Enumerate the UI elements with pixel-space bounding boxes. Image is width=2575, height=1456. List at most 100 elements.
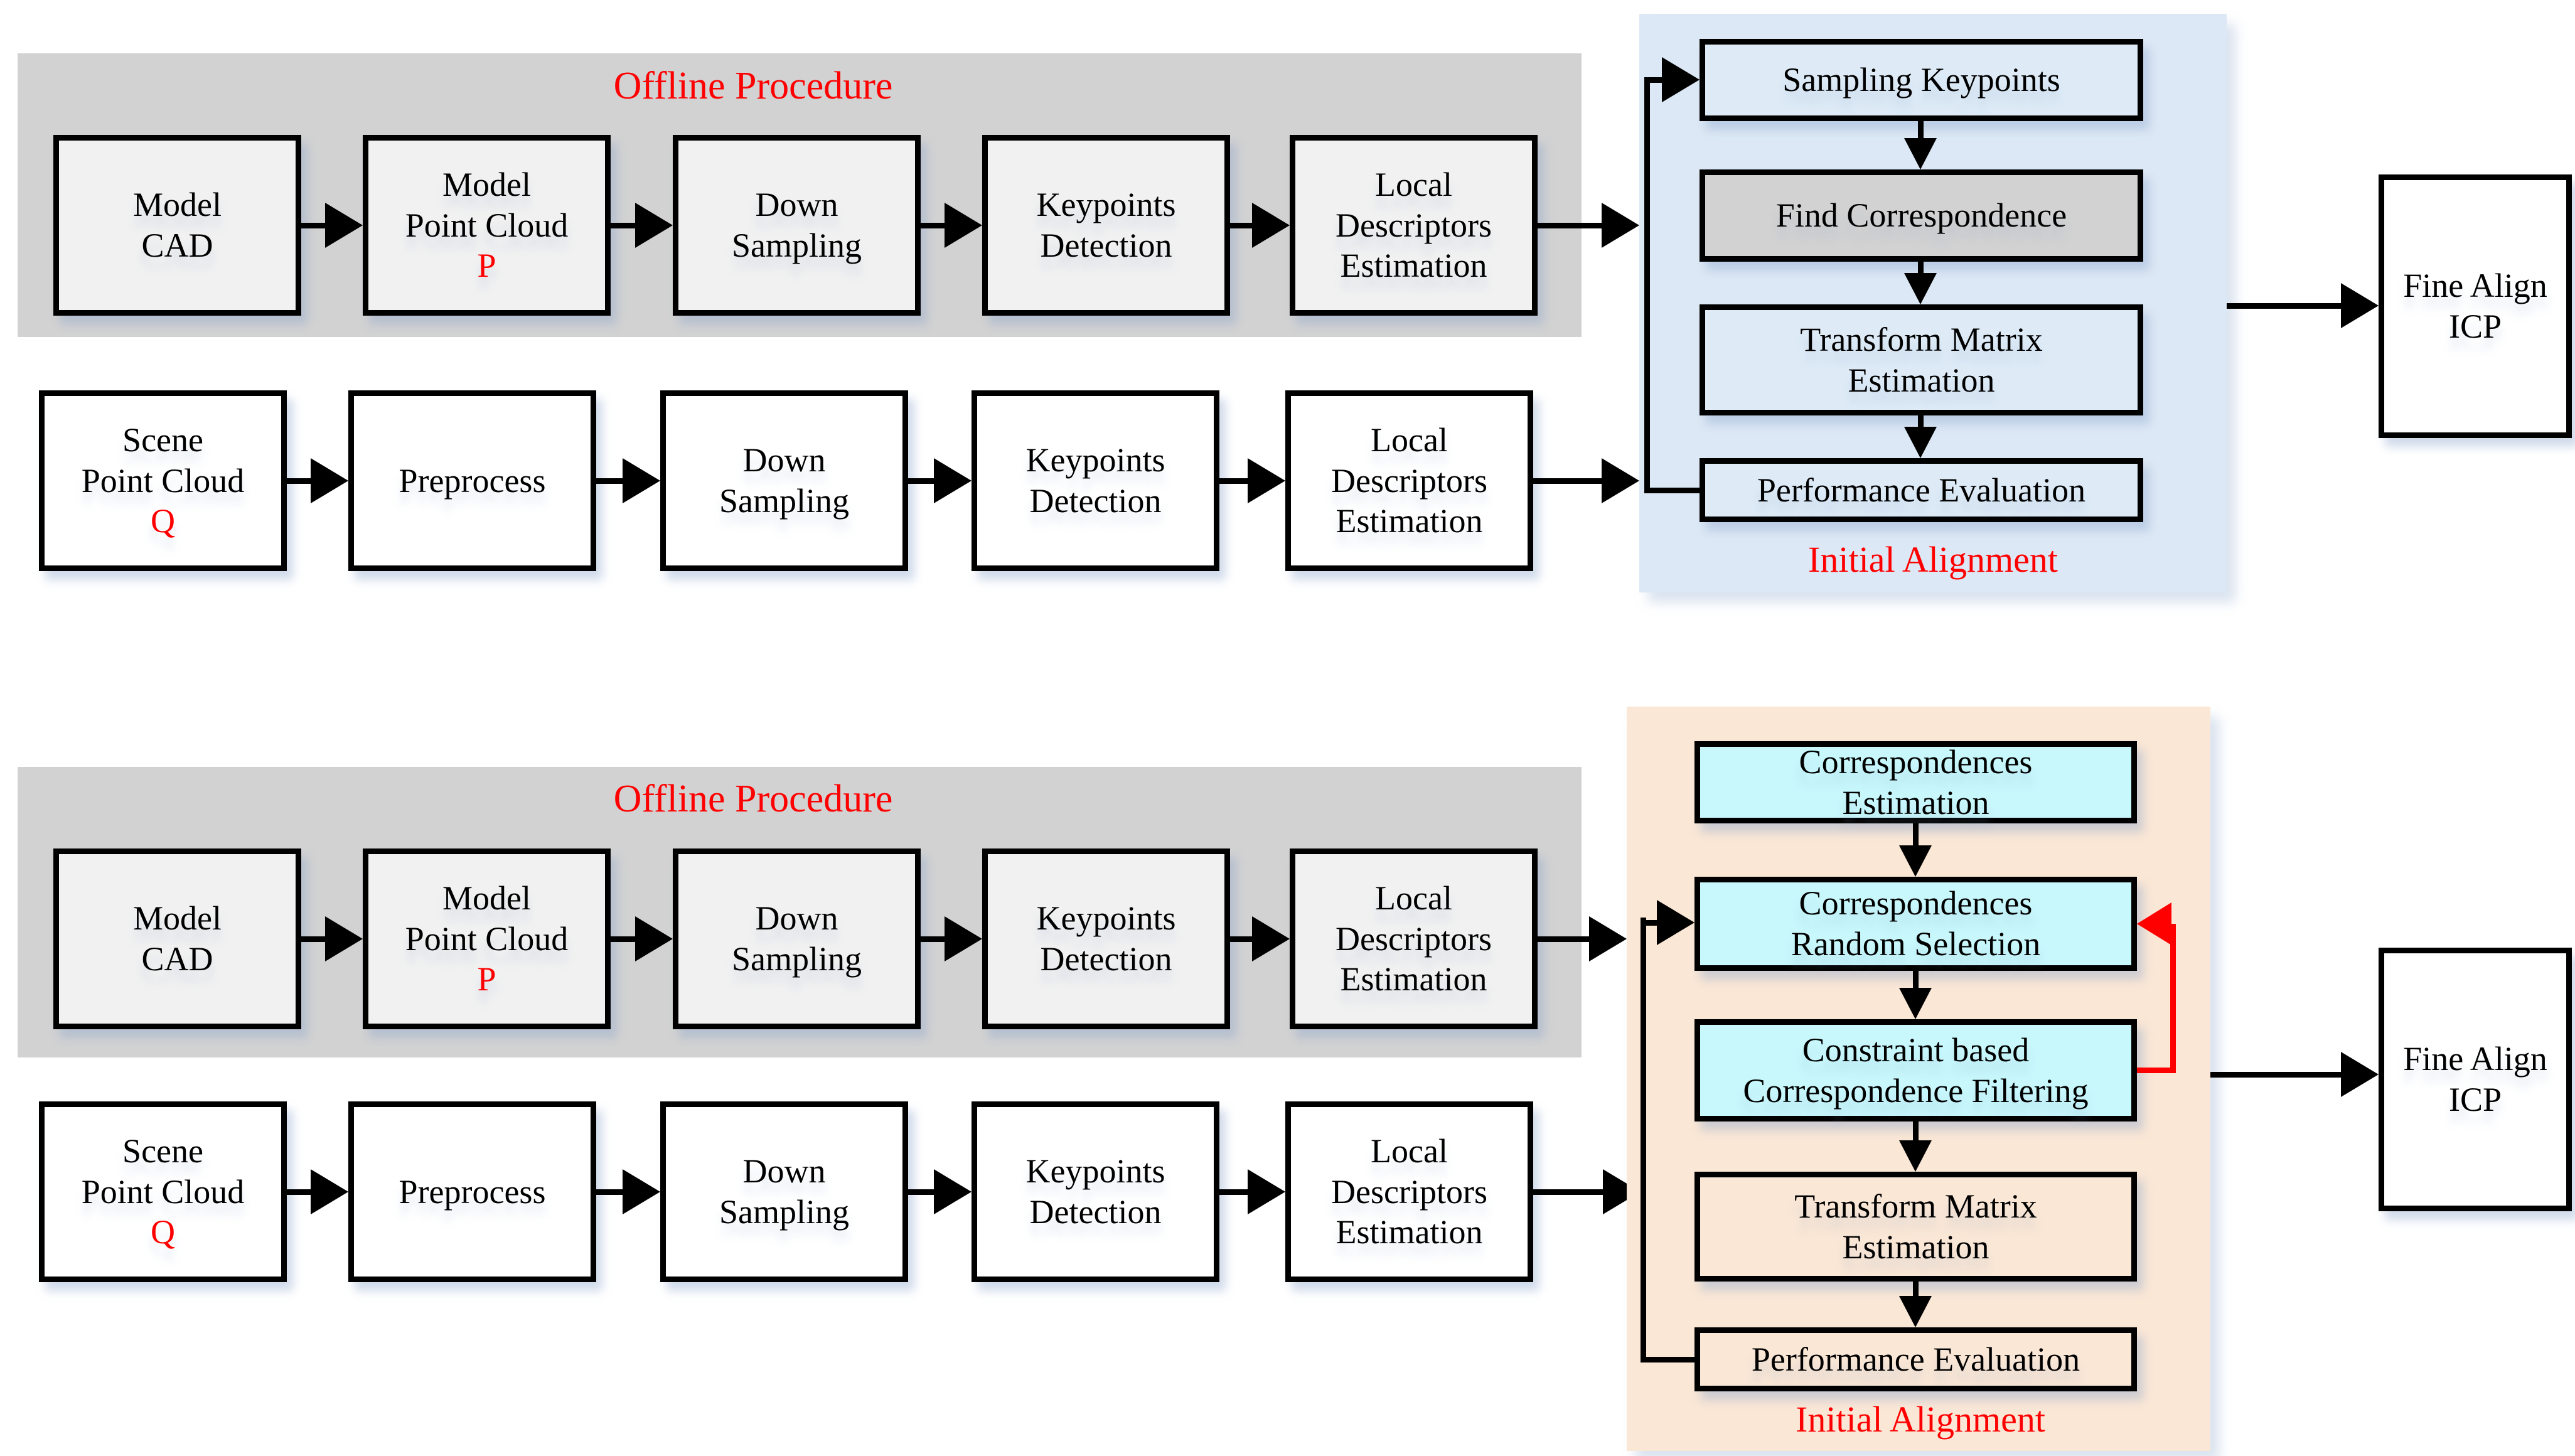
box-local-descriptors-bottom-model: Local Descriptors Estimation xyxy=(1290,848,1538,1029)
box-constraint-based-correspondence-filtering: Constraint based Correspondence Filterin… xyxy=(1694,1019,2137,1121)
box-label: Keypoints Detection xyxy=(1025,1152,1165,1231)
red-arrow-left-icon xyxy=(2137,902,2171,945)
arrow-right-icon xyxy=(2341,1052,2379,1097)
box-down-sampling-top-model: Down Sampling xyxy=(673,135,921,316)
box-label: Preprocess xyxy=(399,1172,546,1211)
box-label: Keypoints Detection xyxy=(1036,186,1176,264)
box-keypoints-detection-top-model: Keypoints Detection xyxy=(982,135,1230,316)
box-label: Fine Align ICP xyxy=(2403,1040,2547,1118)
connector-line xyxy=(596,1189,626,1195)
feedback-line-horizontal xyxy=(1641,1357,1694,1362)
box-keypoints-detection-top-scene: Keypoints Detection xyxy=(972,390,1219,571)
connector-line xyxy=(1913,1282,1919,1300)
connector-line xyxy=(1918,262,1924,276)
box-label: Constraint based Correspondence Filterin… xyxy=(1743,1030,2089,1110)
offline-procedure-title-top: Offline Procedure xyxy=(613,65,893,107)
arrow-down-icon xyxy=(1904,138,1937,169)
connector-line xyxy=(1219,478,1251,484)
arrow-down-icon xyxy=(1899,988,1932,1019)
box-label: Local Descriptors Estimation xyxy=(1336,165,1492,285)
box-transform-matrix-estimation-bottom: Transform Matrix Estimation xyxy=(1694,1172,2137,1282)
connector-line xyxy=(1219,1189,1251,1195)
arrow-down-icon xyxy=(1904,273,1937,304)
box-label: Performance Evaluation xyxy=(1757,471,2086,509)
connector-line xyxy=(1913,1121,1919,1144)
box-keypoints-detection-bottom-scene: Keypoints Detection xyxy=(972,1101,1219,1282)
box-preprocess-bottom: Preprocess xyxy=(348,1101,596,1282)
box-label: Down Sampling xyxy=(719,1152,849,1231)
arrow-right-icon xyxy=(325,203,363,248)
box-label: Down Sampling xyxy=(719,441,849,520)
connector-line xyxy=(1918,415,1924,430)
box-local-descriptors-bottom-scene: Local Descriptors Estimation xyxy=(1285,1101,1533,1282)
box-label: Model CAD xyxy=(133,899,222,978)
arrow-down-icon xyxy=(1904,427,1937,458)
connector-line xyxy=(1918,121,1924,141)
box-keypoints-detection-bottom-model: Keypoints Detection xyxy=(982,848,1230,1029)
connector-line xyxy=(301,936,329,942)
box-correspondences-random-selection: Correspondences Random Selection xyxy=(1694,877,2137,971)
arrow-right-icon xyxy=(635,203,673,248)
connector-line xyxy=(921,223,948,228)
arrow-down-icon xyxy=(1899,845,1932,877)
connector-line xyxy=(1230,936,1256,942)
arrow-right-icon xyxy=(1662,57,1700,102)
connector-line xyxy=(611,936,639,942)
arrow-right-icon xyxy=(1252,203,1290,248)
box-label: Performance Evaluation xyxy=(1751,1340,2080,1378)
box-local-descriptors-top-scene: Local Descriptors Estimation xyxy=(1285,390,1533,571)
box-label: Correspondences Random Selection xyxy=(1791,884,2041,963)
arrow-right-icon xyxy=(623,458,660,503)
connector-line xyxy=(596,478,626,484)
box-label: Down Sampling xyxy=(731,186,862,264)
point-cloud-symbol-q: Q xyxy=(151,1213,175,1251)
box-model-cad-bottom: Model CAD xyxy=(53,848,301,1029)
point-cloud-symbol-q: Q xyxy=(151,502,175,540)
box-down-sampling-bottom-model: Down Sampling xyxy=(673,848,921,1029)
box-label: Transform Matrix Estimation xyxy=(1794,1187,2037,1266)
box-label: Correspondences Estimation xyxy=(1799,742,2033,822)
connector-line xyxy=(2210,1072,2342,1078)
box-sampling-keypoints: Sampling Keypoints xyxy=(1700,39,2143,121)
arrow-right-icon xyxy=(945,203,982,248)
box-performance-evaluation-top: Performance Evaluation xyxy=(1700,458,2143,522)
box-label-text: Model Point Cloud xyxy=(405,165,569,244)
box-label-text: Scene Point Cloud xyxy=(81,420,245,500)
box-label: Preprocess xyxy=(399,461,546,500)
box-label: Local Descriptors Estimation xyxy=(1336,879,1492,998)
box-fine-align-icp-top: Fine Align ICP xyxy=(2379,174,2572,438)
arrow-right-icon xyxy=(1657,900,1694,945)
feedback-line-horizontal xyxy=(1644,488,1700,493)
box-transform-matrix-estimation-top: Transform Matrix Estimation xyxy=(1700,304,2143,415)
box-model-cad-top: Model CAD xyxy=(53,135,301,316)
connector-line xyxy=(2227,303,2342,309)
feedback-line-vertical xyxy=(1644,77,1650,493)
box-label: Model CAD xyxy=(133,186,222,264)
box-label: Find Correspondence xyxy=(1775,196,2067,235)
arrow-right-icon xyxy=(934,458,972,503)
connector-line xyxy=(1538,223,1604,228)
connector-line xyxy=(287,1189,314,1195)
box-label: Local Descriptors Estimation xyxy=(1331,420,1487,540)
box-label: Fine Align ICP xyxy=(2403,267,2547,345)
box-label: Local Descriptors Estimation xyxy=(1331,1132,1487,1251)
connector-line xyxy=(287,478,314,484)
connector-line xyxy=(611,223,639,228)
box-find-correspondence: Find Correspondence xyxy=(1700,169,2143,262)
box-label: Down Sampling xyxy=(731,899,862,978)
connector-line xyxy=(908,478,938,484)
box-correspondences-estimation: Correspondences Estimation xyxy=(1694,741,2137,823)
box-label-text: Model Point Cloud xyxy=(405,879,569,958)
box-label: Transform Matrix Estimation xyxy=(1800,320,2043,399)
box-down-sampling-bottom-scene: Down Sampling xyxy=(660,1101,908,1282)
arrow-right-icon xyxy=(1602,458,1639,503)
point-cloud-symbol-p: P xyxy=(477,960,496,998)
arrow-right-icon xyxy=(311,1169,348,1214)
